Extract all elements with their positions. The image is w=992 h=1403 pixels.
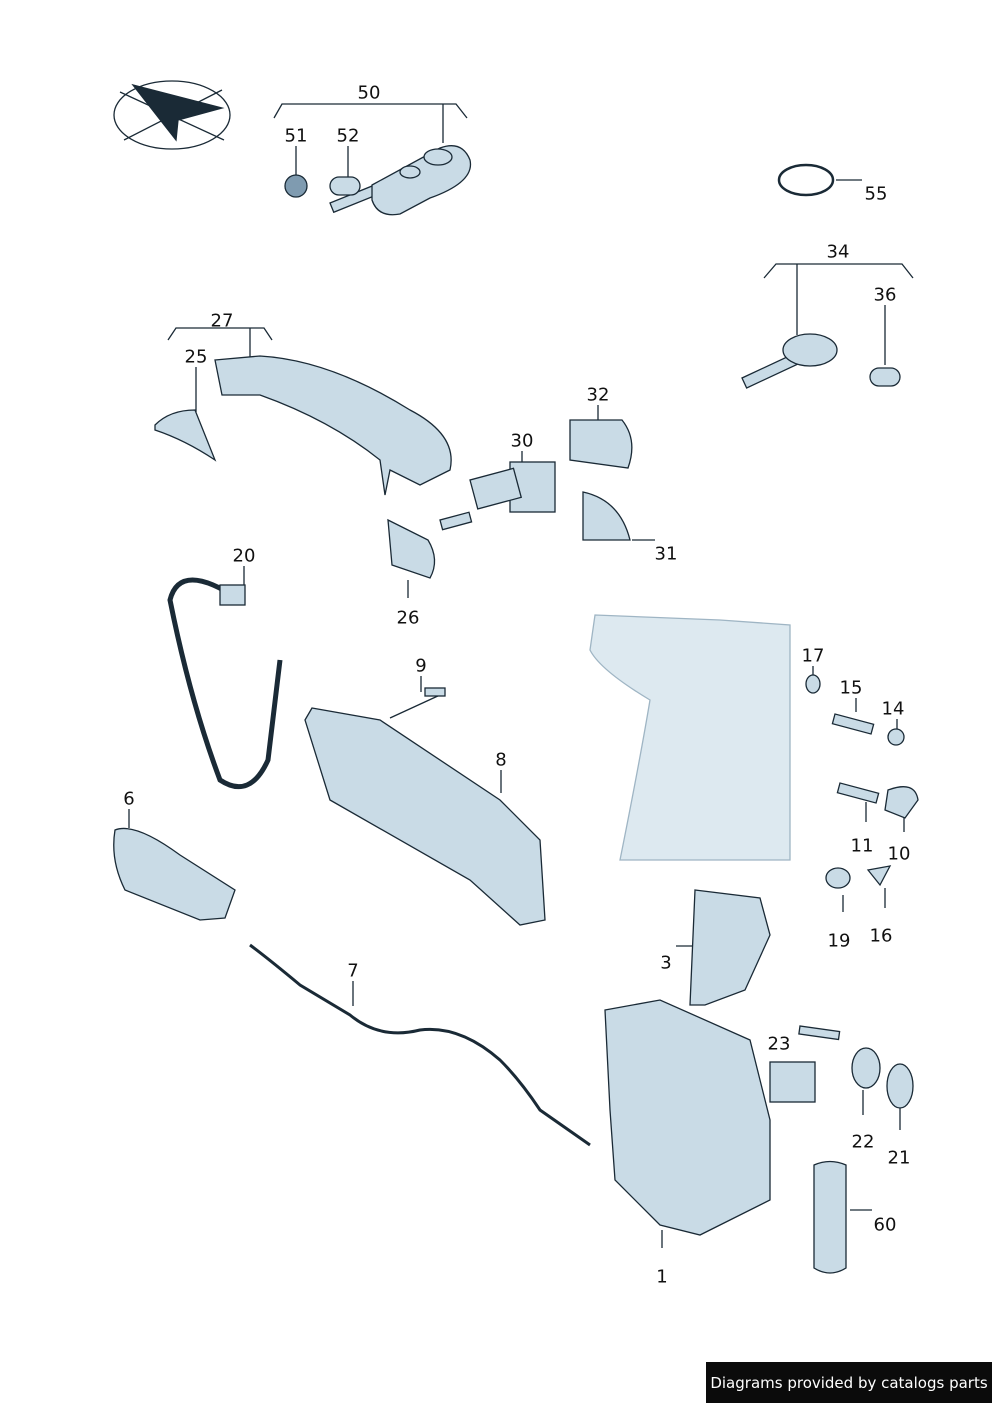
label-51[interactable]: 51 bbox=[284, 125, 308, 147]
cable-7 bbox=[249, 943, 591, 1147]
cover-21 bbox=[886, 1063, 914, 1109]
gasket bbox=[154, 409, 217, 462]
plug-17 bbox=[805, 674, 821, 694]
emblem bbox=[284, 174, 308, 198]
label-22[interactable]: 22 bbox=[851, 1131, 875, 1153]
clip-16 bbox=[866, 865, 892, 887]
label-17[interactable]: 17 bbox=[801, 645, 825, 667]
group-brackets bbox=[128, 103, 914, 1248]
label-1[interactable]: 1 bbox=[656, 1266, 668, 1288]
footer-credit: Diagrams provided by catalogs parts bbox=[706, 1362, 992, 1403]
label-26[interactable]: 26 bbox=[396, 607, 420, 629]
cable-clip bbox=[219, 584, 246, 606]
label-30[interactable]: 30 bbox=[510, 430, 534, 452]
bracket-3 bbox=[689, 889, 771, 1006]
cap-31 bbox=[582, 491, 631, 541]
label-19[interactable]: 19 bbox=[827, 930, 851, 952]
label-6[interactable]: 6 bbox=[123, 788, 135, 810]
inner-handle bbox=[113, 827, 236, 921]
o-ring bbox=[777, 163, 835, 197]
label-15[interactable]: 15 bbox=[839, 677, 863, 699]
bolt-15 bbox=[831, 713, 875, 735]
label-55[interactable]: 55 bbox=[864, 183, 888, 205]
label-14[interactable]: 14 bbox=[881, 698, 905, 720]
label-9[interactable]: 9 bbox=[415, 655, 427, 677]
label-23[interactable]: 23 bbox=[767, 1033, 791, 1055]
label-8[interactable]: 8 bbox=[495, 749, 507, 771]
label-25[interactable]: 25 bbox=[184, 346, 208, 368]
label-21[interactable]: 21 bbox=[887, 1147, 911, 1169]
lock-cylinder bbox=[439, 461, 556, 531]
gasket-26 bbox=[387, 518, 436, 579]
cable-20 bbox=[167, 577, 283, 790]
label-20[interactable]: 20 bbox=[232, 545, 256, 567]
cap-14 bbox=[887, 728, 905, 746]
door-frame bbox=[589, 614, 791, 861]
screw-19 bbox=[825, 867, 851, 889]
label-27[interactable]: 27 bbox=[210, 310, 234, 332]
lock-connector bbox=[769, 1061, 816, 1103]
door-lock bbox=[604, 999, 771, 1236]
label-16[interactable]: 16 bbox=[869, 925, 893, 947]
label-36[interactable]: 36 bbox=[873, 284, 897, 306]
label-3[interactable]: 3 bbox=[660, 952, 672, 974]
label-32[interactable]: 32 bbox=[586, 384, 610, 406]
key-blank bbox=[741, 333, 838, 389]
remote-key bbox=[329, 145, 472, 216]
handle-carrier bbox=[304, 707, 546, 926]
label-11[interactable]: 11 bbox=[850, 835, 874, 857]
grease-tube bbox=[813, 1160, 847, 1274]
battery-cover bbox=[329, 176, 361, 196]
screw-9 bbox=[424, 687, 446, 697]
label-34[interactable]: 34 bbox=[826, 241, 850, 263]
cap bbox=[869, 367, 901, 387]
cover-32 bbox=[569, 419, 633, 469]
bolt-11 bbox=[836, 782, 880, 804]
label-52[interactable]: 52 bbox=[336, 125, 360, 147]
label-10[interactable]: 10 bbox=[887, 843, 911, 865]
label-31[interactable]: 31 bbox=[654, 543, 678, 565]
label-60[interactable]: 60 bbox=[873, 1214, 897, 1236]
cap-10 bbox=[884, 786, 919, 819]
orientation-logo bbox=[113, 80, 231, 150]
screw-23 bbox=[798, 1025, 841, 1041]
plate-22 bbox=[851, 1047, 881, 1089]
label-7[interactable]: 7 bbox=[347, 960, 359, 982]
label-50[interactable]: 50 bbox=[357, 82, 381, 104]
outer-handle bbox=[214, 355, 452, 496]
